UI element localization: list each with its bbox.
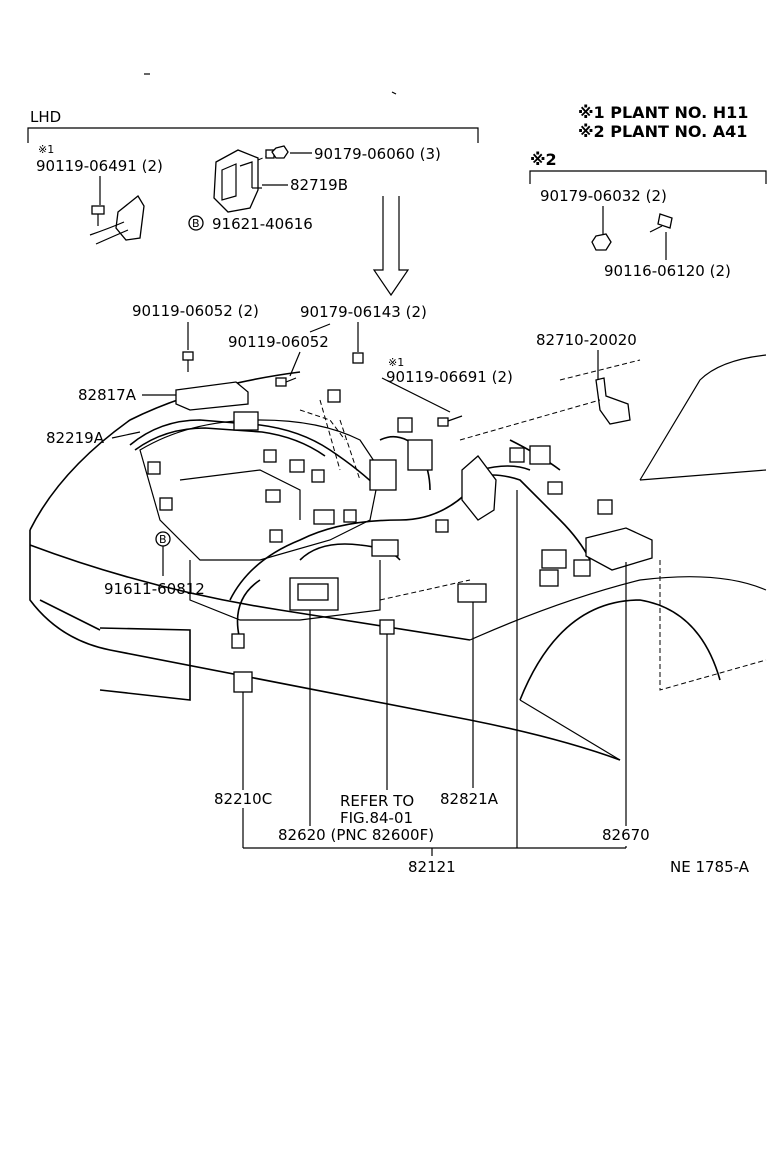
lower-callouts: 91611-60812 82210C REFER TO FIG.84-01 82… <box>104 490 750 876</box>
figure-id: NE 1785-A <box>670 858 750 876</box>
nut-icon <box>591 233 612 251</box>
plant-note-2: ※2 PLANT NO. A41 <box>578 122 747 141</box>
part-90119-06052: 90119-06052 <box>228 333 329 351</box>
connector <box>159 497 173 511</box>
plant-notes: ※1 PLANT NO. H11 ※2 PLANT NO. A41 <box>578 103 748 141</box>
harness-clamp-82817a <box>175 381 249 411</box>
nut-icon <box>352 352 364 364</box>
stray-mark <box>391 91 397 95</box>
connector <box>327 389 341 403</box>
screw-icon <box>649 213 673 233</box>
ground-bracket <box>115 195 145 241</box>
part-90179-06060: 90179-06060 (3) <box>314 145 441 163</box>
relay-block <box>369 459 397 491</box>
connector <box>343 509 357 523</box>
part-90179-06032: 90179-06032 (2) <box>540 187 667 205</box>
part-90119-06052-2: 90119-06052 (2) <box>132 302 259 320</box>
part-82817a: 82817A <box>78 386 137 404</box>
part-90179-06143: 90179-06143 (2) <box>300 303 427 321</box>
star1-mark-a: ※1 <box>38 143 54 156</box>
down-arrow-icon <box>372 196 410 297</box>
part-82670: 82670 <box>602 826 650 844</box>
connector <box>147 461 161 475</box>
star2-label: ※2 <box>530 150 557 169</box>
b-marker-a: B <box>192 217 200 230</box>
part-91611-60812: 91611-60812 <box>104 580 205 598</box>
part-82719b: 82719B <box>290 176 348 194</box>
plant-note-1: ※1 PLANT NO. H11 <box>578 103 748 122</box>
connector <box>597 499 613 515</box>
star2-inset: ※2 90179-06032 (2) 90116-06120 (2) <box>529 150 767 280</box>
connector <box>265 489 281 503</box>
part-90119-06691: 90119-06691 (2) <box>386 368 513 386</box>
star1-mark-b: ※1 <box>388 356 404 369</box>
bolt-icon <box>182 351 194 372</box>
part-90119-06491: 90119-06491 (2) <box>36 157 163 175</box>
connector <box>233 411 259 431</box>
connector <box>263 449 277 463</box>
connector <box>371 539 399 557</box>
connector <box>539 569 559 587</box>
part-82710-20020: 82710-20020 <box>536 331 637 349</box>
bracket-82710 <box>595 377 631 425</box>
connector <box>311 469 325 483</box>
refer-to-line1: REFER TO <box>340 792 414 810</box>
connector <box>547 481 563 495</box>
connector <box>529 445 551 465</box>
bolt-icon <box>275 377 297 387</box>
connector <box>269 529 283 543</box>
connector-82821a <box>457 583 487 603</box>
part-82821a: 82821A <box>440 790 499 808</box>
connector <box>435 519 449 533</box>
connector <box>509 447 525 463</box>
connector <box>231 633 245 649</box>
part-90116-06120: 90116-06120 (2) <box>604 262 731 280</box>
connector-82600f <box>379 619 395 635</box>
nut-icon <box>271 145 289 159</box>
refer-to-line2: FIG.84-01 <box>340 809 413 827</box>
connector <box>573 559 591 577</box>
part-91621-40616: 91621-40616 <box>212 215 313 233</box>
connector <box>289 459 305 473</box>
lhd-label: LHD <box>30 108 61 126</box>
connector <box>397 417 413 433</box>
connector-82210c <box>233 671 253 693</box>
bolt-icon <box>91 205 105 226</box>
components: B <box>147 381 653 693</box>
part-82121: 82121 <box>408 858 456 876</box>
upper-callouts: 90119-06052 (2) 90179-06143 (2) 90119-06… <box>46 302 637 447</box>
connector <box>313 509 335 525</box>
grommet <box>461 455 497 521</box>
part-82620: 82620 (PNC 82600F) <box>278 826 434 844</box>
connector <box>541 549 567 569</box>
part-82210c: 82210C <box>214 790 272 808</box>
relay-block <box>407 439 433 471</box>
b-marker-b: B <box>159 533 167 546</box>
connector-82620-inner <box>297 583 329 601</box>
bolt-icon <box>437 415 463 427</box>
lhd-inset: LHD ※1 90119-06491 (2) 90179-06060 (3) 8… <box>27 108 479 297</box>
part-82219a: 82219A <box>46 429 105 447</box>
computer-82670 <box>585 527 653 571</box>
